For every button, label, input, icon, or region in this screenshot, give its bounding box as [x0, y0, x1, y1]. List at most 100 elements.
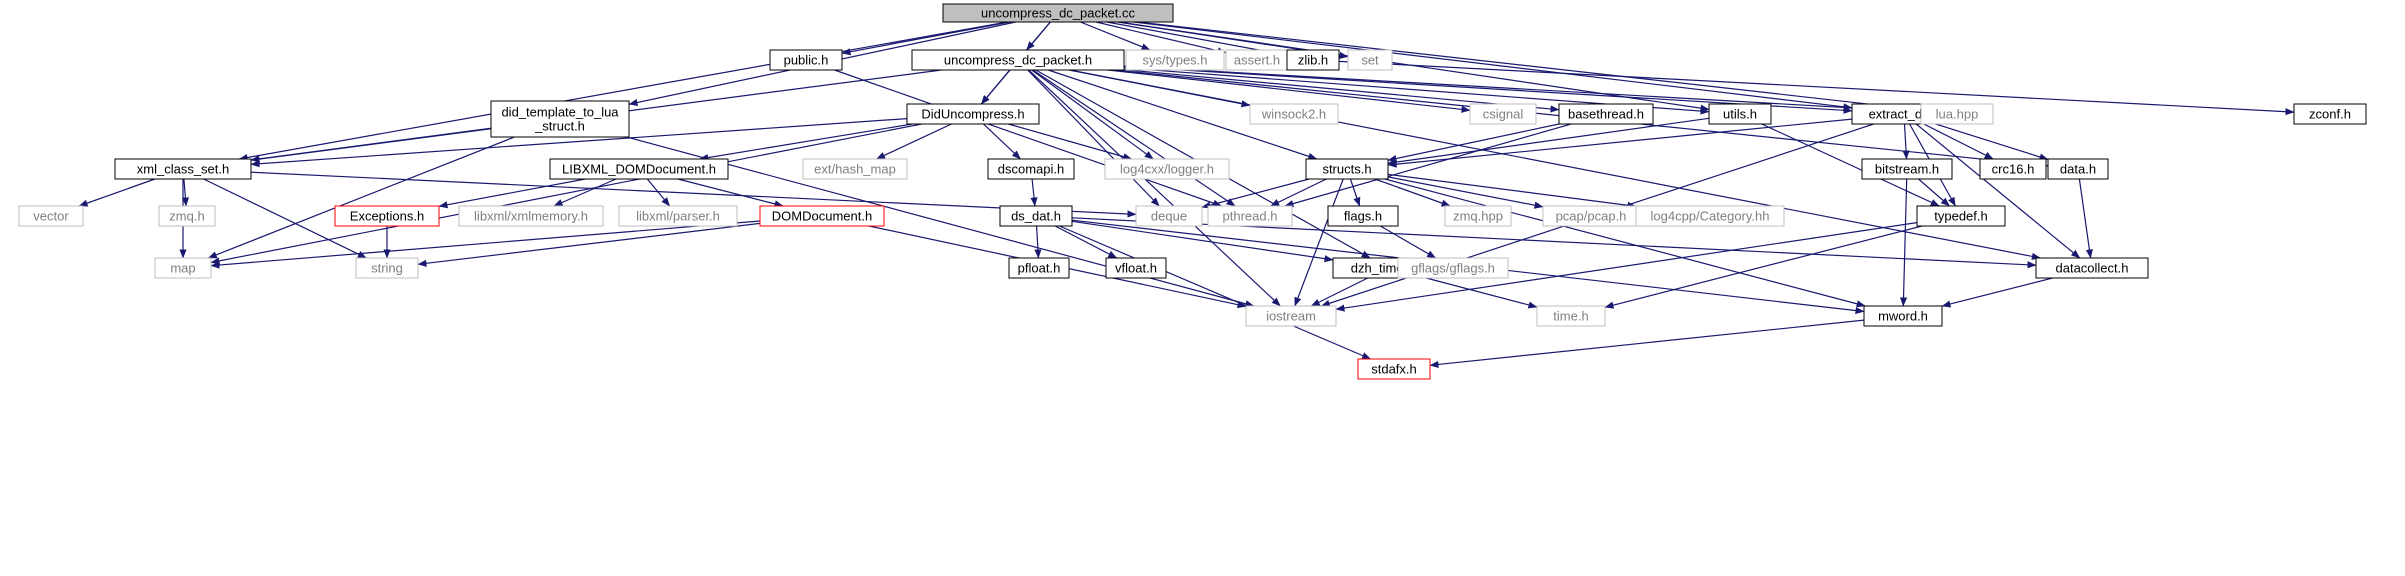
node-box-time_h: [1536, 305, 1606, 327]
node-box-zmq_hpp: [1444, 205, 1512, 227]
node-bitstream[interactable]: bitstream.h: [1861, 158, 1953, 180]
node-label-zconf_h: zconf.h: [2309, 107, 2351, 122]
node-box-zlib_h: [1286, 49, 1340, 71]
node-dcu_h[interactable]: uncompress_dc_packet.h: [911, 49, 1125, 71]
node-typedef_h[interactable]: typedef.h: [1916, 205, 2006, 227]
node-box-basethread: [1558, 103, 1654, 125]
node-label-flags_h: flags.h: [1344, 209, 1382, 224]
node-label-set: set: [1361, 53, 1379, 68]
edge-did_tpl-to-map: [207, 136, 515, 259]
node-zmq_h: zmq.h: [158, 205, 216, 227]
node-lua_hpp: lua.hpp: [1920, 103, 1994, 125]
edge-datacollect-to-mword: [1941, 277, 2053, 308]
node-box-stdafx: [1357, 358, 1431, 380]
node-data_h[interactable]: data.h: [2047, 158, 2109, 180]
node-label-map: map: [170, 261, 195, 276]
node-root[interactable]: uncompress_dc_packet.cc: [942, 3, 1174, 23]
node-box-pthread: [1207, 205, 1293, 227]
node-diduncompress[interactable]: DidUncompress.h: [906, 103, 1040, 125]
node-zconf_h[interactable]: zconf.h: [2293, 103, 2367, 125]
node-label-lua_hpp: lua.hpp: [1936, 107, 1979, 122]
node-libxml_parser: libxml/parser.h: [618, 205, 738, 227]
edge-root-to-assert_h: [1095, 21, 1227, 55]
node-set: set: [1347, 49, 1393, 71]
node-label-gflags: gflags/gflags.h: [1411, 261, 1495, 276]
node-label-log4cpp: log4cpp/Category.hh: [1650, 209, 1769, 224]
node-box-flags_h: [1327, 205, 1399, 227]
node-box-libxml_mem: [458, 205, 604, 227]
node-winsock2: winsock2.h: [1249, 103, 1339, 125]
node-basethread[interactable]: basethread.h: [1558, 103, 1654, 125]
node-label-dscomapi: dscomapi.h: [998, 162, 1064, 177]
node-dscomapi[interactable]: dscomapi.h: [987, 158, 1075, 180]
node-label-data_h: data.h: [2060, 162, 2096, 177]
node-label-typedef_h: typedef.h: [1934, 209, 1988, 224]
node-box-dcu_h: [911, 49, 1125, 71]
node-csignal: csignal: [1469, 103, 1537, 125]
node-box-bitstream: [1861, 158, 1953, 180]
node-utils_h[interactable]: utils.h: [1708, 103, 1772, 125]
node-string: string: [355, 257, 419, 279]
node-datacollect[interactable]: datacollect.h: [2035, 257, 2149, 279]
node-label-log4cxx: log4cxx/logger.h: [1120, 162, 1214, 177]
node-structs_h[interactable]: structs.h: [1305, 158, 1389, 180]
node-exceptions[interactable]: Exceptions.h: [334, 205, 440, 227]
node-box-map: [154, 257, 212, 279]
edge-diduncompress-to-map: [210, 123, 922, 265]
edge-flags_h-to-gflags: [1379, 225, 1437, 259]
node-label-libxml_parser: libxml/parser.h: [636, 209, 720, 224]
node-map: map: [154, 257, 212, 279]
node-box-did_tpl: [490, 100, 630, 138]
edge-structs_h-to-iostream: [1294, 178, 1344, 307]
node-libxml_mem: libxml/xmlmemory.h: [458, 205, 604, 227]
node-box-exceptions: [334, 205, 440, 227]
edge-extract_dc-to-datacollect: [1915, 123, 2081, 259]
node-flags_h[interactable]: flags.h: [1327, 205, 1399, 227]
node-deque: deque: [1135, 205, 1203, 227]
edge-root-to-extract_dc: [1133, 21, 1853, 111]
edge-dcu_h-to-log4cxx: [1031, 69, 1154, 160]
edge-diduncompress-to-libxml_dom: [699, 123, 913, 162]
edge-extract_dc-to-crc16: [1923, 123, 1994, 160]
node-ext_hash_map: ext/hash_map: [802, 158, 908, 180]
node-public_h[interactable]: public.h: [769, 49, 843, 71]
edge-root-to-xml_class_set: [238, 21, 1008, 162]
node-label-stdafx: stdafx.h: [1371, 362, 1417, 377]
node-pfloat[interactable]: pfloat.h: [1008, 257, 1070, 279]
node-box-ext_hash_map: [802, 158, 908, 180]
node-box-root: [942, 3, 1174, 23]
edge-domdoc-to-string: [417, 222, 761, 267]
node-did_tpl[interactable]: did_template_to_lua_struct.h: [490, 100, 630, 138]
node-box-set: [1347, 49, 1393, 71]
edge-structs_h-to-zmq_hpp: [1374, 178, 1451, 207]
edge-structs_h-to-pthread: [1270, 178, 1327, 207]
node-box-zconf_h: [2293, 103, 2367, 125]
node-xml_class_set[interactable]: xml_class_set.h: [114, 158, 252, 180]
node-box-vfloat: [1105, 257, 1167, 279]
edge-structs_h-to-mword: [1384, 178, 1866, 308]
node-box-utils_h: [1708, 103, 1772, 125]
edge-utils_h-to-structs_h: [1387, 117, 1710, 166]
node-vector: vector: [18, 205, 84, 227]
node-label-zmq_h: zmq.h: [169, 209, 204, 224]
node-stdafx[interactable]: stdafx.h: [1357, 358, 1431, 380]
node-vfloat[interactable]: vfloat.h: [1105, 257, 1167, 279]
node-label-structs_h: structs.h: [1322, 162, 1371, 177]
node-libxml_dom[interactable]: LIBXML_DOMDocument.h: [549, 158, 729, 180]
edge-dcu_h-to-datacollect: [1069, 69, 2041, 260]
node-label-time_h: time.h: [1553, 309, 1588, 324]
node-label-diduncompress: DidUncompress.h: [921, 107, 1024, 122]
node-crc16[interactable]: crc16.h: [1979, 158, 2047, 180]
node-box-crc16: [1979, 158, 2047, 180]
node-zlib_h[interactable]: zlib.h: [1286, 49, 1340, 71]
edge-extract_dc-to-data_h: [1935, 123, 2049, 161]
edge-typedef_h-to-time_h: [1604, 225, 1923, 309]
edge-dcu_h-to-iostream: [1028, 69, 1281, 307]
node-domdoc[interactable]: DOMDocument.h: [759, 205, 885, 227]
node-mword[interactable]: mword.h: [1863, 305, 1943, 327]
edge-dzh_time-to-time_h: [1425, 277, 1538, 309]
dependency-edges: [78, 21, 2295, 368]
node-ds_dat[interactable]: ds_dat.h: [999, 205, 1073, 227]
